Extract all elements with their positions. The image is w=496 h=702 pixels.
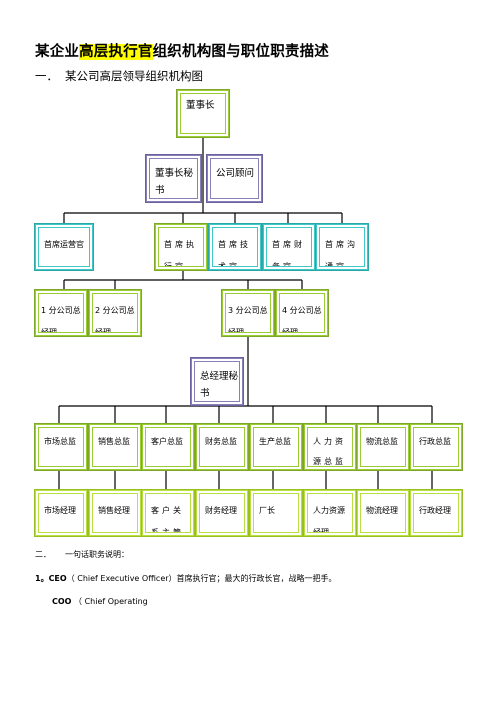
org-node-label: 物流总监 bbox=[366, 437, 398, 446]
section1-heading: 一． 某公司高层领导组织机构图 bbox=[35, 68, 203, 84]
org-node-director-production: 生产总监 bbox=[249, 423, 303, 471]
section1-number: 一． bbox=[35, 69, 58, 83]
org-node-manager-admin: 行政经理 bbox=[409, 489, 463, 537]
org-node-consultant: 公司顾问 bbox=[206, 154, 263, 203]
org-node-director-logistics: 物流总监 bbox=[356, 423, 410, 471]
org-node-manager-finance: 财务经理 bbox=[195, 489, 249, 537]
org-node-label: 财务总监 bbox=[205, 437, 237, 446]
org-node-manager-customer-relations: 客户关系主管 bbox=[141, 489, 195, 537]
org-node-label: 市场总监 bbox=[44, 437, 76, 446]
org-node-label: 财务经理 bbox=[205, 506, 237, 515]
org-node-label: 首席财务官 bbox=[272, 240, 305, 270]
org-node-director-finance: 财务总监 bbox=[195, 423, 249, 471]
org-node-label: 3 分公司总经理 bbox=[228, 306, 268, 336]
org-node-manager-sales: 销售经理 bbox=[88, 489, 142, 537]
org-node-label: 行政总监 bbox=[419, 437, 451, 446]
org-node-label: 市场经理 bbox=[44, 506, 76, 515]
org-node-chairman: 董事长 bbox=[176, 89, 230, 138]
org-node-director-hr: 人力资源总监 bbox=[303, 423, 357, 471]
paragraph-ceo-label: 1。CEO bbox=[35, 574, 67, 583]
org-node-manager-factory: 厂长 bbox=[249, 489, 303, 537]
org-node-director-marketing: 市场总监 bbox=[34, 423, 88, 471]
document-title: 某企业高层执行官组织机构图与职位职责描述 bbox=[35, 40, 329, 61]
paragraph-ceo: 1。CEO（ Chief Executive Officer）首席执行官；最大的… bbox=[35, 573, 337, 584]
org-node-executive-ceo: 首席执行官 bbox=[154, 223, 208, 271]
org-node-board-secretary: 董事长秘书 bbox=[145, 154, 202, 203]
org-node-executive-coo: 首席运营官 bbox=[34, 223, 94, 271]
section2-title: 一句话职务说明： bbox=[65, 550, 129, 559]
org-node-executive-cfo: 首席财务官 bbox=[262, 223, 316, 271]
org-node-manager-hr: 人力资源经理 bbox=[303, 489, 357, 537]
org-node-label: 销售总监 bbox=[98, 437, 130, 446]
title-prefix: 某企业 bbox=[35, 44, 80, 60]
org-node-label: 销售经理 bbox=[98, 506, 130, 515]
org-node-label: 物流经理 bbox=[366, 506, 398, 515]
org-node-label: 1 分公司总经理 bbox=[41, 306, 81, 336]
org-node-label: 人力资源经理 bbox=[313, 506, 345, 536]
org-node-label: 客户关系主管 bbox=[151, 506, 184, 536]
org-node-director-customer: 客户总监 bbox=[141, 423, 195, 471]
org-node-branch-1: 1 分公司总经理 bbox=[34, 289, 88, 337]
org-node-label: 行政经理 bbox=[419, 506, 451, 515]
org-node-executive-cco: 首席沟通官 bbox=[315, 223, 369, 271]
section2-heading: 二． 一句话职务说明： bbox=[35, 549, 129, 560]
org-node-label: 人力资源总监 bbox=[313, 437, 346, 466]
org-node-label: 首席沟通官 bbox=[325, 240, 358, 270]
org-node-director-sales: 销售总监 bbox=[88, 423, 142, 471]
paragraph-coo: COO （ Chief Operating bbox=[52, 596, 148, 607]
org-node-branch-4: 4 分公司总经理 bbox=[275, 289, 329, 337]
org-node-manager-logistics: 物流经理 bbox=[356, 489, 410, 537]
org-node-executive-cto: 首席技术官 bbox=[208, 223, 262, 271]
paragraph-coo-text: （ Chief Operating bbox=[74, 597, 148, 606]
title-suffix: 组织机构图与职位职责描述 bbox=[152, 44, 330, 60]
paragraph-ceo-text: （ Chief Executive Officer）首席执行官；最大的行政长官，… bbox=[66, 574, 337, 583]
org-node-label: 公司顾问 bbox=[216, 168, 255, 179]
org-node-branch-2: 2 分公司总经理 bbox=[88, 289, 142, 337]
org-node-label: 厂长 bbox=[259, 506, 275, 515]
org-node-label: 生产总监 bbox=[259, 437, 291, 446]
org-node-label: 首席运营官 bbox=[44, 240, 84, 249]
section1-title: 某公司高层领导组织机构图 bbox=[65, 69, 203, 83]
title-highlight: 高层执行官 bbox=[79, 44, 153, 60]
org-node-label: 4 分公司总经理 bbox=[282, 306, 322, 336]
org-node-label: 董事长秘书 bbox=[155, 168, 194, 196]
org-node-label: 首席技术官 bbox=[218, 240, 251, 270]
org-node-gm-secretary: 总经理秘书 bbox=[190, 357, 244, 406]
org-node-label: 总经理秘书 bbox=[200, 371, 239, 399]
section2-number: 二． bbox=[35, 550, 51, 559]
org-node-label: 2 分公司总经理 bbox=[95, 306, 135, 336]
org-node-director-admin: 行政总监 bbox=[409, 423, 463, 471]
org-node-label: 董事长 bbox=[186, 100, 215, 111]
paragraph-coo-label: COO bbox=[52, 597, 72, 606]
org-node-label: 客户总监 bbox=[151, 437, 183, 446]
org-node-manager-marketing: 市场经理 bbox=[34, 489, 88, 537]
org-node-label: 首席执行官 bbox=[164, 240, 197, 270]
org-node-branch-3: 3 分公司总经理 bbox=[221, 289, 275, 337]
